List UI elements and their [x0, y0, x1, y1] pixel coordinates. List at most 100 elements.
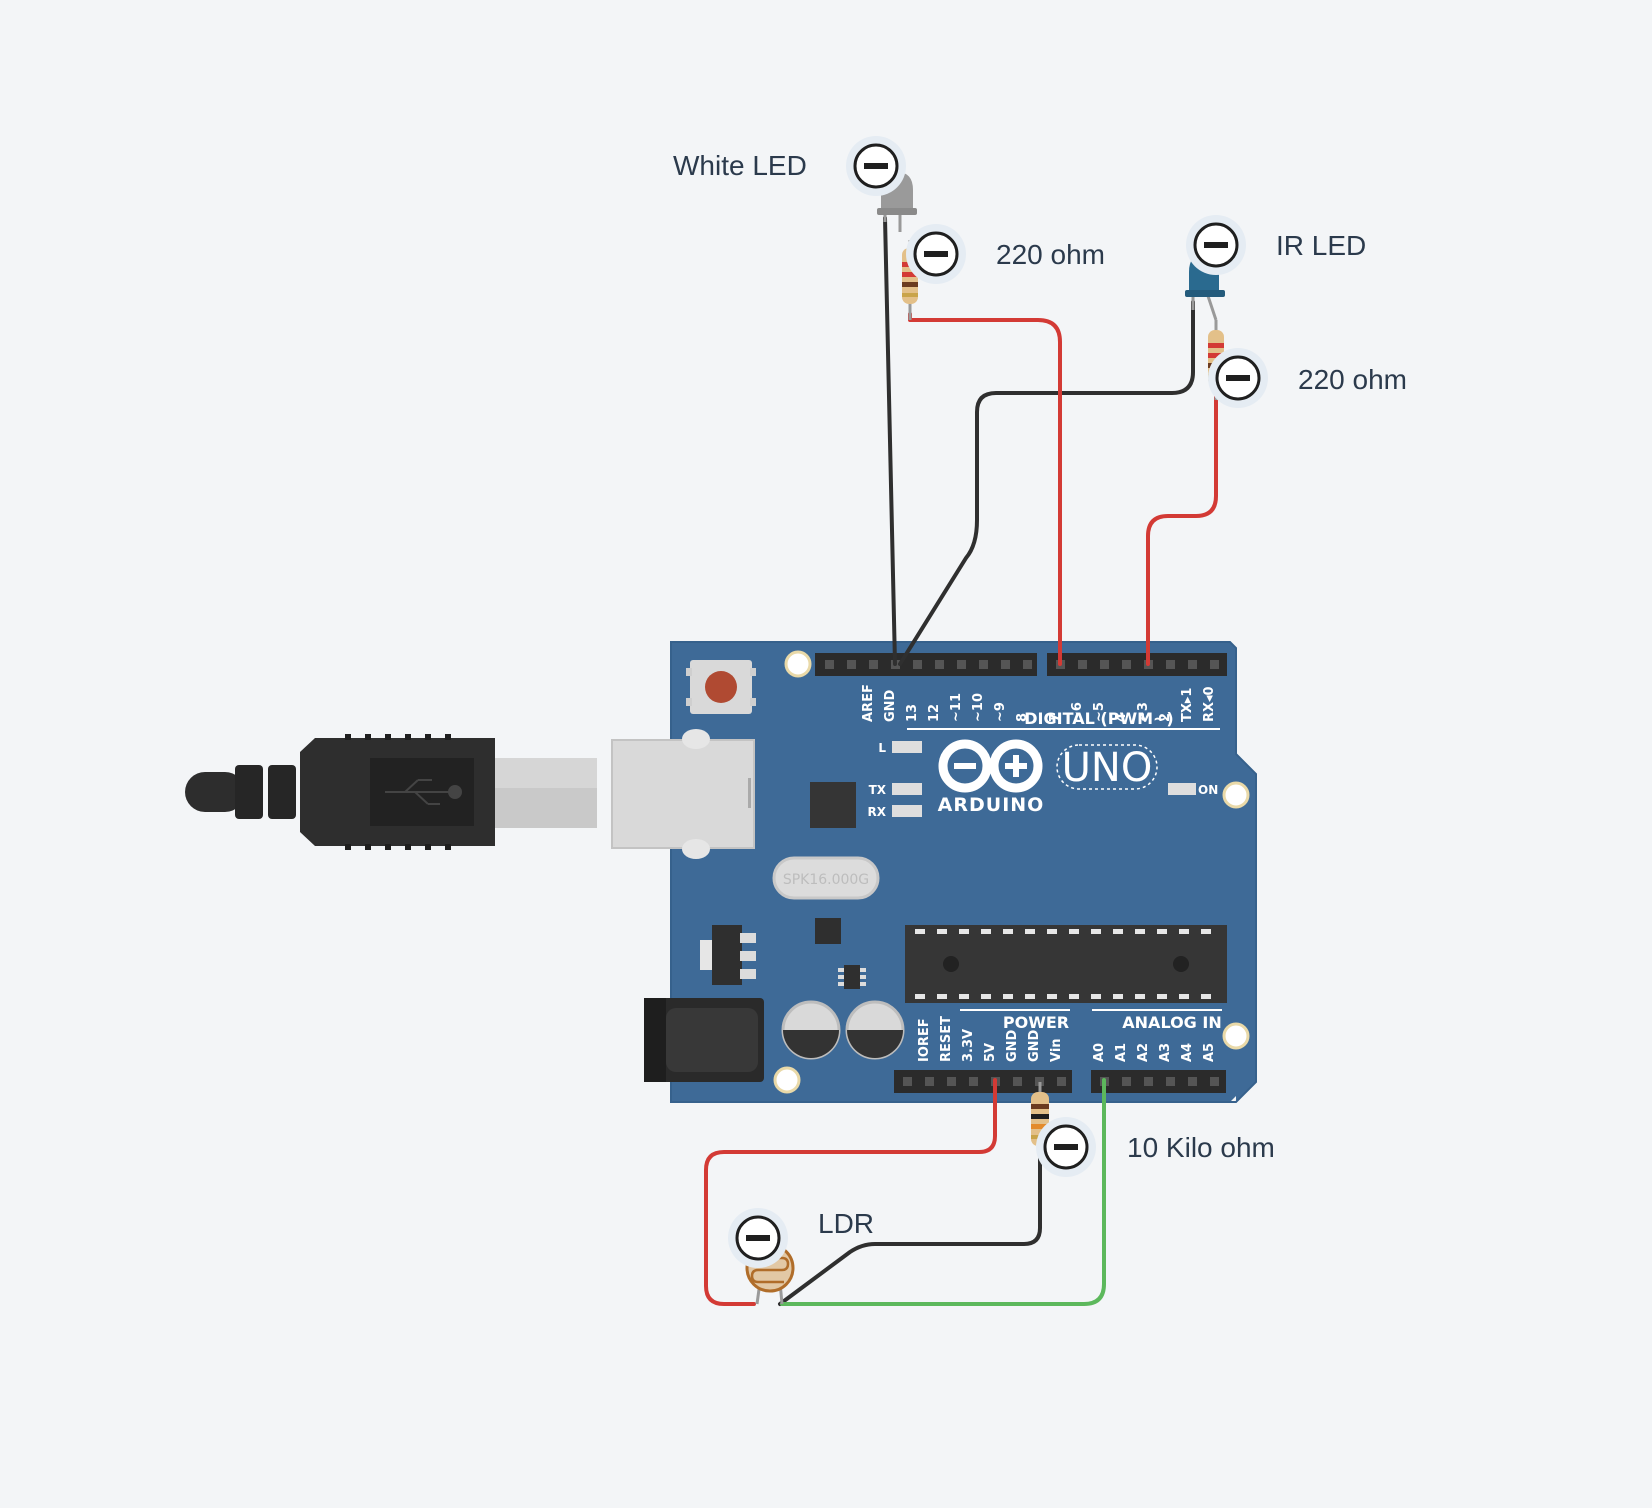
chip-pin	[1201, 929, 1211, 934]
mounting-hole	[784, 650, 812, 678]
digital-pin-label: 8	[1015, 713, 1030, 722]
led-rx	[892, 805, 922, 817]
arduino-infinity-icon	[938, 739, 1043, 793]
header-pin[interactable]	[979, 660, 988, 669]
header-pin[interactable]	[869, 660, 878, 669]
header-pin[interactable]	[903, 1077, 912, 1086]
header-pin[interactable]	[1057, 1077, 1066, 1086]
digital-pin-label: ~10	[971, 693, 986, 722]
header-pin[interactable]	[1023, 660, 1032, 669]
digital-pin-label: AREF	[861, 684, 876, 722]
wire-white-led-gnd[interactable]	[883, 216, 897, 666]
analog-pin-label: A0	[1092, 1043, 1107, 1062]
analog-header	[1091, 1070, 1226, 1093]
header-pin[interactable]	[1078, 660, 1087, 669]
header-pin[interactable]	[925, 1077, 934, 1086]
header-pin[interactable]	[1166, 1077, 1175, 1086]
header-pin[interactable]	[957, 660, 966, 669]
minus-circle-icon[interactable]	[728, 1208, 788, 1268]
chip-pin	[915, 929, 925, 934]
chip-pin	[981, 929, 991, 934]
wire-5v-ldr[interactable]	[704, 1078, 997, 1306]
analog-pin-label: A5	[1202, 1043, 1217, 1062]
digital-header-label: DIGITAL (PWM~)	[1024, 709, 1173, 728]
header-pin[interactable]	[1013, 1077, 1022, 1086]
small-ic	[838, 965, 866, 989]
wire-a0-ldr[interactable]	[780, 1078, 1106, 1306]
digital-header-right	[1047, 653, 1227, 676]
minus-circle-icon[interactable]	[1036, 1117, 1096, 1177]
led-rx-label: RX	[868, 805, 887, 819]
analog-pin-label: A1	[1114, 1043, 1129, 1062]
wire-white-led-pin7[interactable]	[908, 312, 1062, 666]
chip-pin	[1201, 994, 1211, 999]
header-pin[interactable]	[935, 660, 944, 669]
wire-gnd-resistor-ldr[interactable]	[778, 1148, 1042, 1306]
usb-cable[interactable]	[185, 734, 597, 850]
usb-icon	[385, 779, 462, 805]
analog-pin-label: A3	[1158, 1043, 1173, 1062]
power-pin-label: RESET	[939, 1016, 954, 1062]
header-pin[interactable]	[1122, 660, 1131, 669]
minus-circle-icon[interactable]	[1186, 215, 1246, 275]
header-pin[interactable]	[1144, 1077, 1153, 1086]
digital-pin-label: ~11	[949, 693, 964, 722]
chip-pin	[1047, 994, 1057, 999]
chip-pin	[1069, 929, 1079, 934]
mounting-hole	[773, 1066, 801, 1094]
analog-header-label: ANALOG IN	[1122, 1013, 1221, 1032]
digital-pin-label: RX◂0	[1202, 686, 1217, 722]
chip-pin	[959, 929, 969, 934]
label-white-led-resistor: 220 ohm	[996, 239, 1105, 270]
chip-pin	[1135, 929, 1145, 934]
header-pin[interactable]	[1188, 660, 1197, 669]
led-on-label: ON	[1198, 783, 1218, 797]
header-pin[interactable]	[913, 660, 922, 669]
header-pin[interactable]	[1210, 660, 1219, 669]
led-tx	[892, 783, 922, 795]
digital-pin-label: GND	[883, 689, 898, 722]
chip-pin	[1157, 994, 1167, 999]
wire-ir-led-pin3[interactable]	[1146, 394, 1218, 666]
header-pin[interactable]	[1122, 1077, 1131, 1086]
analog-pin-label: A4	[1180, 1043, 1195, 1062]
header-pin[interactable]	[1166, 660, 1175, 669]
board-brand: ARDUINO	[938, 794, 1045, 816]
header-pin[interactable]	[1035, 1077, 1044, 1086]
digital-pin-label: 2	[1158, 713, 1173, 722]
reset-button[interactable]	[686, 660, 756, 714]
minus-circle-icon[interactable]	[1208, 348, 1268, 408]
digital-pin-label: TX▸1	[1180, 688, 1195, 722]
header-pin[interactable]	[1188, 1077, 1197, 1086]
power-pin-label: Vin	[1049, 1038, 1064, 1062]
usb-controller-chip	[810, 782, 856, 828]
digital-pin-label: ~6	[1070, 702, 1085, 722]
mounting-hole	[1222, 781, 1250, 809]
chip-pin	[1003, 929, 1013, 934]
chip-pin	[1179, 994, 1189, 999]
led-tx-label: TX	[869, 783, 887, 797]
chip-pin	[1069, 994, 1079, 999]
header-pin[interactable]	[847, 660, 856, 669]
led-on	[1168, 783, 1196, 795]
power-header	[894, 1070, 1072, 1093]
crystal-label: SPK16.000G	[783, 872, 869, 888]
header-pin[interactable]	[1001, 660, 1010, 669]
header-pin[interactable]	[1100, 660, 1109, 669]
digital-pin-label: 7	[1048, 713, 1063, 722]
minus-circle-icon[interactable]	[846, 136, 906, 196]
label-ldr: LDR	[818, 1208, 875, 1239]
wire-ir-led-gnd[interactable]	[898, 300, 1195, 666]
header-pin[interactable]	[825, 660, 834, 669]
header-pin[interactable]	[1210, 1077, 1219, 1086]
chip-pin	[1025, 994, 1035, 999]
power-pin-label: 3.3V	[961, 1029, 976, 1062]
header-pin[interactable]	[969, 1077, 978, 1086]
wires[interactable]	[704, 216, 1218, 1306]
digital-pin-label: 4	[1114, 713, 1129, 722]
minus-circle-icon[interactable]	[906, 224, 966, 284]
header-pin[interactable]	[947, 1077, 956, 1086]
capacitor	[845, 1000, 905, 1060]
arduino-uno-board[interactable]: SPK16.000G L TX RX ON ARDUINO UNO	[611, 641, 1257, 1103]
